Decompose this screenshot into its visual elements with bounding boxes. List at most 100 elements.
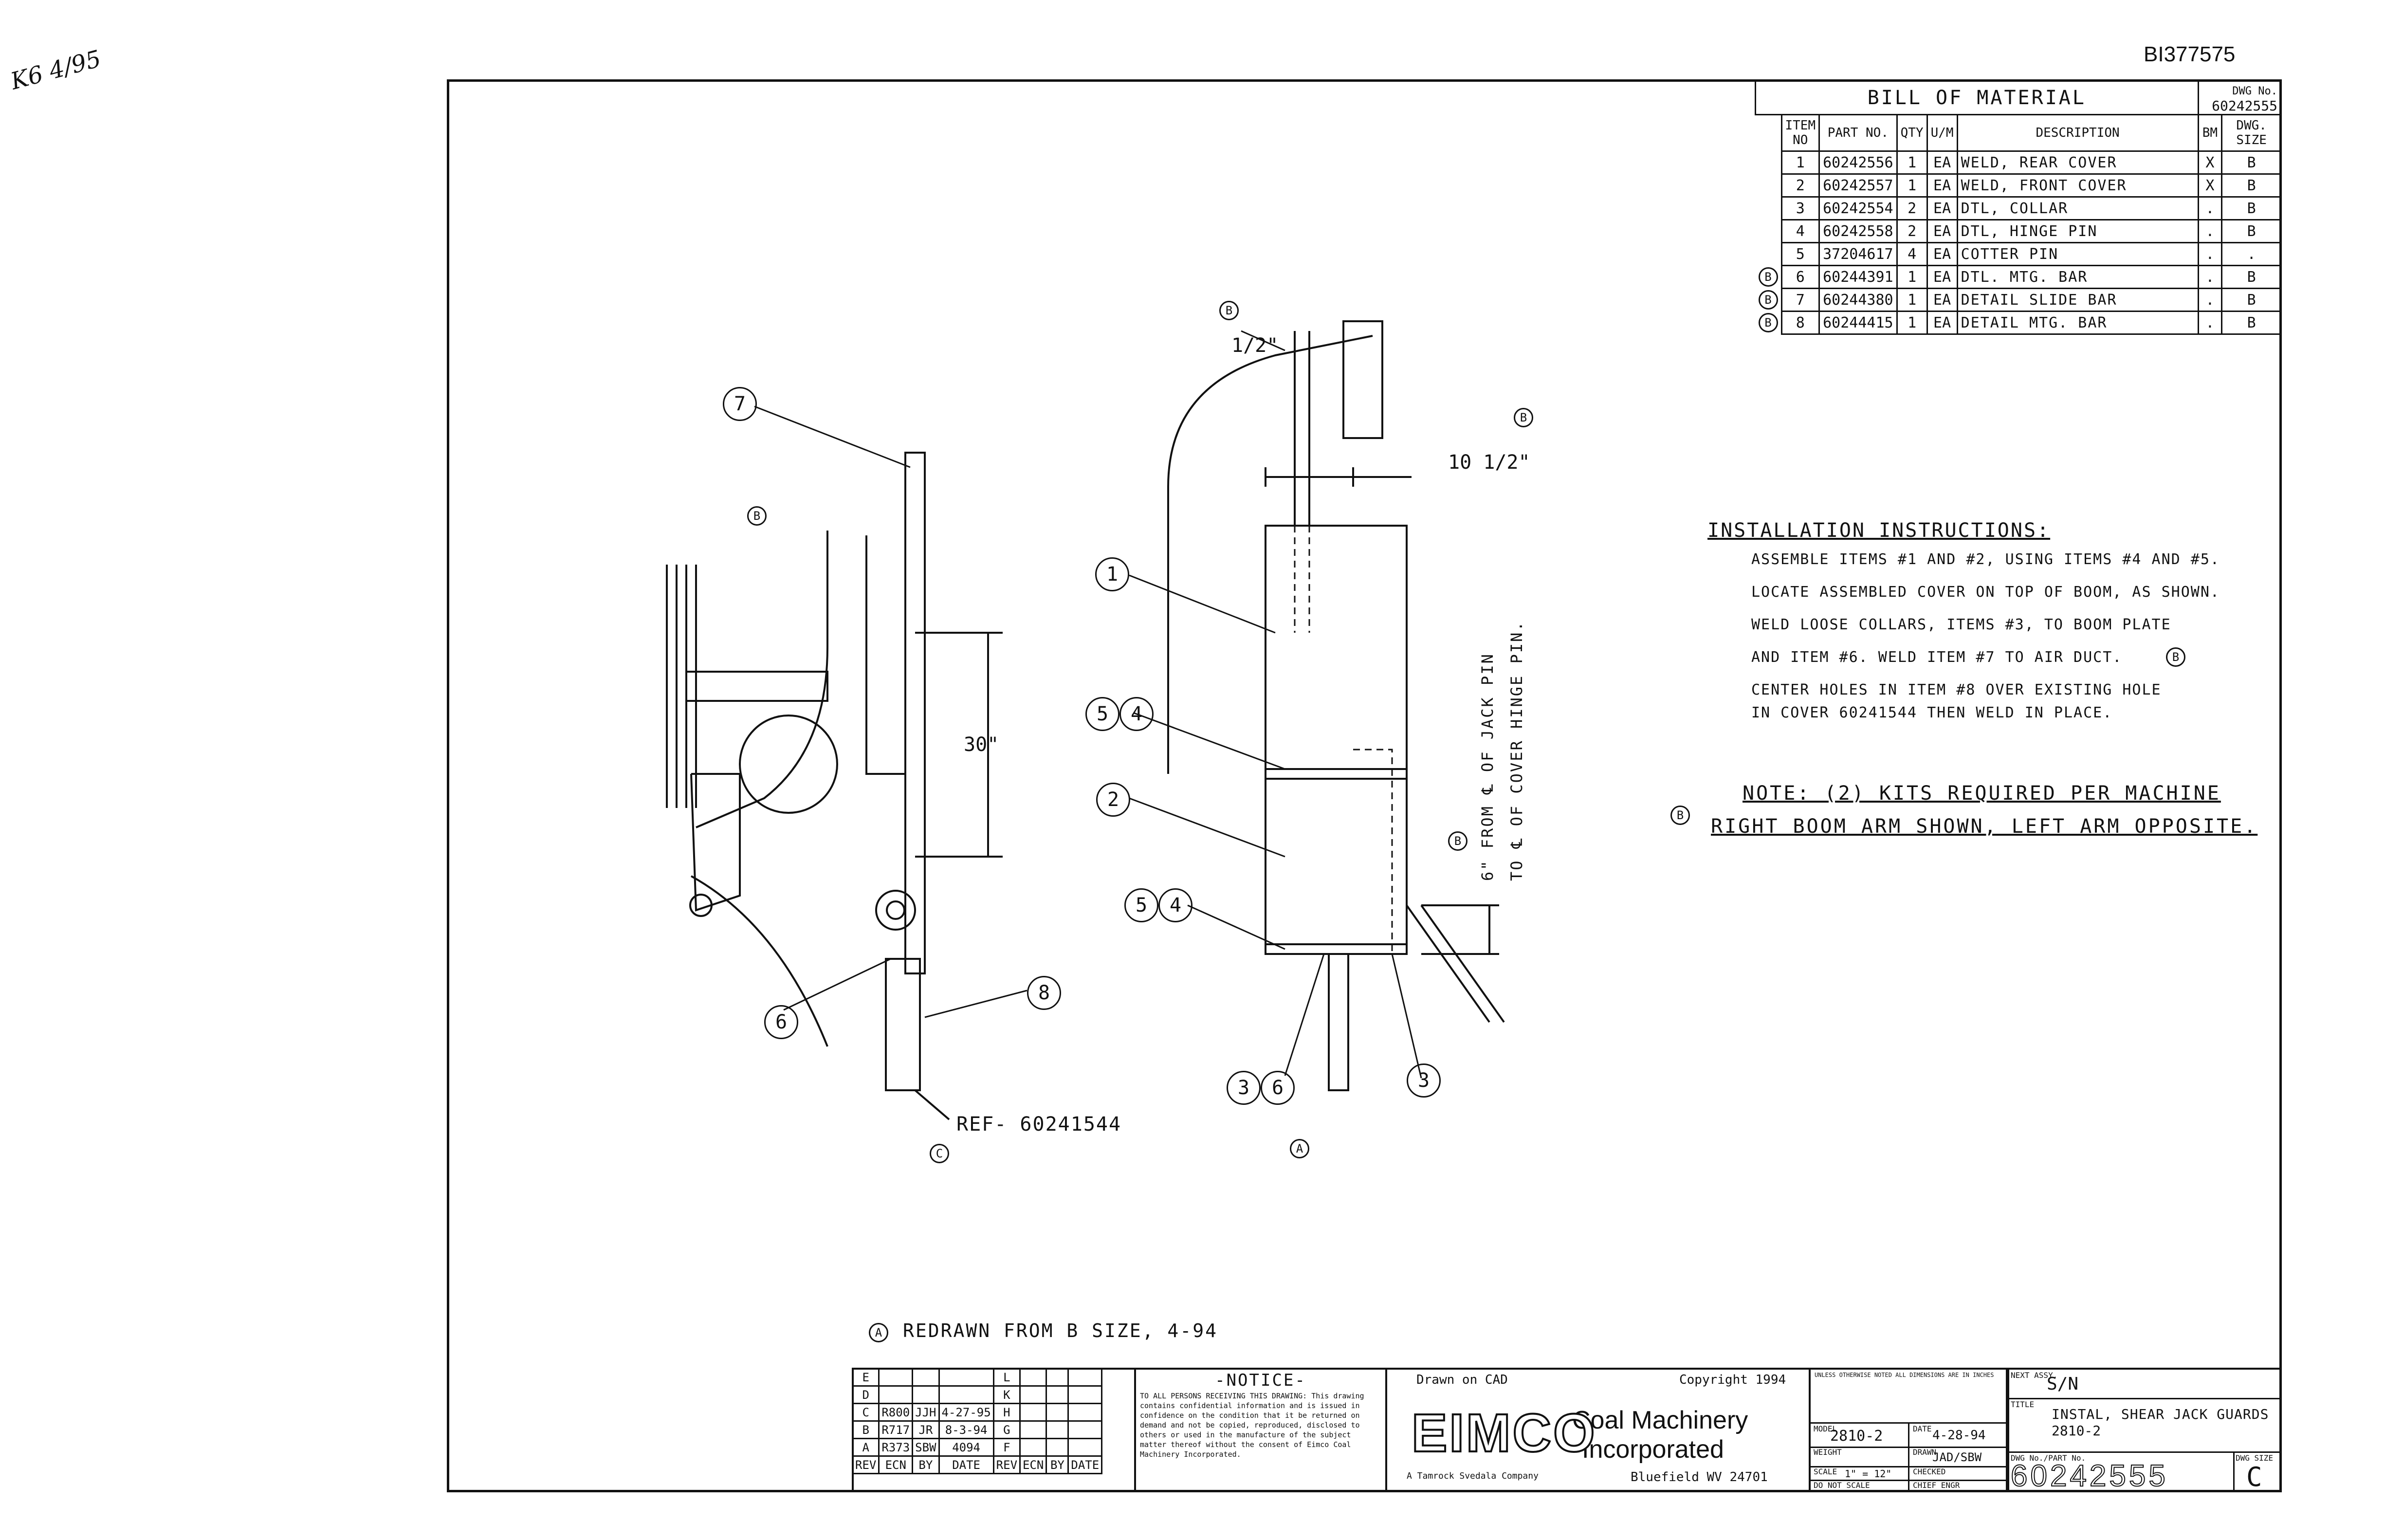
revision-by <box>912 1385 940 1404</box>
ref-leader <box>914 1089 950 1120</box>
shear-jack-pin <box>1406 904 1505 1023</box>
bom-header-bm: BM <box>2197 114 2223 152</box>
revision-rev: D <box>851 1385 880 1404</box>
drawing-rev-mark-b: B <box>1219 301 1239 320</box>
document-number: BI377575 <box>2144 42 2236 66</box>
revision-ecn: R800 <box>878 1403 914 1422</box>
bom-um: EA <box>1926 196 1958 220</box>
drawing-rev-mark-a: A <box>1290 1139 1309 1158</box>
note-rev-flag: B <box>1670 806 1690 825</box>
hinge-inner <box>886 900 905 920</box>
revision-date: 8-3-94 <box>938 1420 994 1439</box>
company-location: Bluefield WV 24701 <box>1631 1470 1768 1485</box>
title-box: NEXT ASSY. S/N TITLE INSTAL, SHEAR JACK … <box>2008 1369 2282 1492</box>
drawing-rev-mark-b: B <box>1514 408 1533 427</box>
bom-item: 8 <box>1780 311 1820 335</box>
callout-8: 8 <box>1027 976 1061 1010</box>
leader-7 <box>754 405 911 468</box>
bom-part-number: 60244391 <box>1818 265 1898 289</box>
bom-description: WELD, FRONT COVER <box>1956 173 2199 198</box>
ecn-header: ECN <box>878 1455 914 1474</box>
leader-6 <box>783 958 891 1011</box>
leader-8 <box>924 990 1027 1018</box>
instruction-line: AND ITEM #6. WELD ITEM #7 TO AIR DUCT. <box>1751 649 2123 666</box>
bom-qty: 1 <box>1896 311 1928 335</box>
by-header: BY <box>912 1455 940 1474</box>
instruction-line: IN COVER 60241544 THEN WELD IN PLACE. <box>1751 704 2113 721</box>
notice-box: -NOTICE- TO ALL PERSONS RECEIVING THIS D… <box>1134 1369 1387 1491</box>
boom-plate-lines <box>666 565 697 808</box>
bom-part-number: 60242554 <box>1818 196 1898 220</box>
dimension-30 <box>915 632 1003 858</box>
bom-dwg-size: B <box>2221 265 2282 289</box>
dimension-jack-pin-label: 6" FROM ℄ OF JACK PIN <box>1478 653 1497 881</box>
bom-part-number: 60242556 <box>1818 150 1898 175</box>
bom-dwg-size: B <box>2221 173 2282 198</box>
bom-um: EA <box>1926 173 1958 198</box>
revision-rev2: F <box>992 1438 1021 1457</box>
callout-4: 4 <box>1158 888 1192 922</box>
revision-date <box>938 1368 994 1387</box>
bom-header-part: PART NO. <box>1818 114 1898 152</box>
revision-rev: E <box>851 1368 880 1387</box>
dimension-ten-half-label: 10 1/2" <box>1448 451 1530 474</box>
bom-header-description: DESCRIPTION <box>1956 114 2199 152</box>
bom-part-number: 37204617 <box>1818 242 1898 266</box>
bom-item: 6 <box>1780 265 1820 289</box>
callout-3: 3 <box>1227 1071 1261 1105</box>
drawing-metadata: UNLESS OTHERWISE NOTED ALL DIMENSIONS AR… <box>1811 1369 2008 1491</box>
callout-5: 5 <box>1124 888 1158 922</box>
drawing-size: C <box>2246 1462 2262 1492</box>
revision-ecn2 <box>1019 1368 1047 1387</box>
revision-ecn2 <box>1019 1420 1047 1439</box>
revision-by2 <box>1046 1403 1069 1422</box>
callout-2: 2 <box>1096 783 1130 817</box>
revision-by2 <box>1046 1385 1069 1404</box>
bom-header-um: U/M <box>1926 114 1958 152</box>
bom-qty: 1 <box>1896 173 1928 198</box>
bom-title: BILL OF MATERIAL <box>1755 80 2199 115</box>
revision-date: 4094 <box>938 1438 994 1457</box>
leader-5-4-upper <box>1134 712 1285 770</box>
revision-date <box>938 1385 994 1404</box>
bom-item: 7 <box>1780 288 1820 312</box>
bom-header-qty: QTY <box>1896 114 1928 152</box>
leader-3 <box>1391 953 1422 1079</box>
bom-rev-flag: B <box>1756 289 1782 312</box>
bom-description: WELD, REAR COVER <box>1956 150 2199 175</box>
company-name-line1: Coal Machinery <box>1572 1406 1748 1434</box>
bom-dwg-size: . <box>2221 242 2282 266</box>
dimension-hinge-pin-label: TO ℄ OF COVER HINGE PIN. <box>1507 620 1526 881</box>
bom-qty: 1 <box>1896 288 1928 312</box>
bom-item: 1 <box>1780 150 1820 175</box>
bom-qty: 1 <box>1896 150 1928 175</box>
bom-item: 3 <box>1780 196 1820 220</box>
notice-title: -NOTICE- <box>1215 1371 1306 1390</box>
collar-band-lower <box>1266 943 1407 955</box>
dimension-half-label: 1/2" <box>1231 334 1279 357</box>
bom-bm: X <box>2197 150 2223 175</box>
bom-part-number: 60242558 <box>1818 219 1898 243</box>
redrawn-note: REDRAWN FROM B SIZE, 4-94 <box>903 1320 1218 1341</box>
revision-ecn: R717 <box>878 1420 914 1439</box>
bom-dwg-number: DWG No. 60242555 <box>2197 80 2282 115</box>
instruction-line: WELD LOOSE COLLARS, ITEMS #3, TO BOOM PL… <box>1751 616 2171 633</box>
rev-header: REV <box>851 1455 880 1474</box>
bom-item: 5 <box>1780 242 1820 266</box>
revision-by: JJH <box>912 1403 940 1422</box>
bom-part-number: 60244380 <box>1818 288 1898 312</box>
revision-by: JR <box>912 1420 940 1439</box>
leader-1 <box>1129 574 1276 634</box>
duct-line <box>865 535 905 775</box>
bom-dwg-size: B <box>2221 311 2282 335</box>
revision-date: 4-27-95 <box>938 1403 994 1422</box>
company-name-line2: Incorporated <box>1582 1435 1724 1464</box>
copyright: Copyright 1994 <box>1679 1373 1786 1387</box>
